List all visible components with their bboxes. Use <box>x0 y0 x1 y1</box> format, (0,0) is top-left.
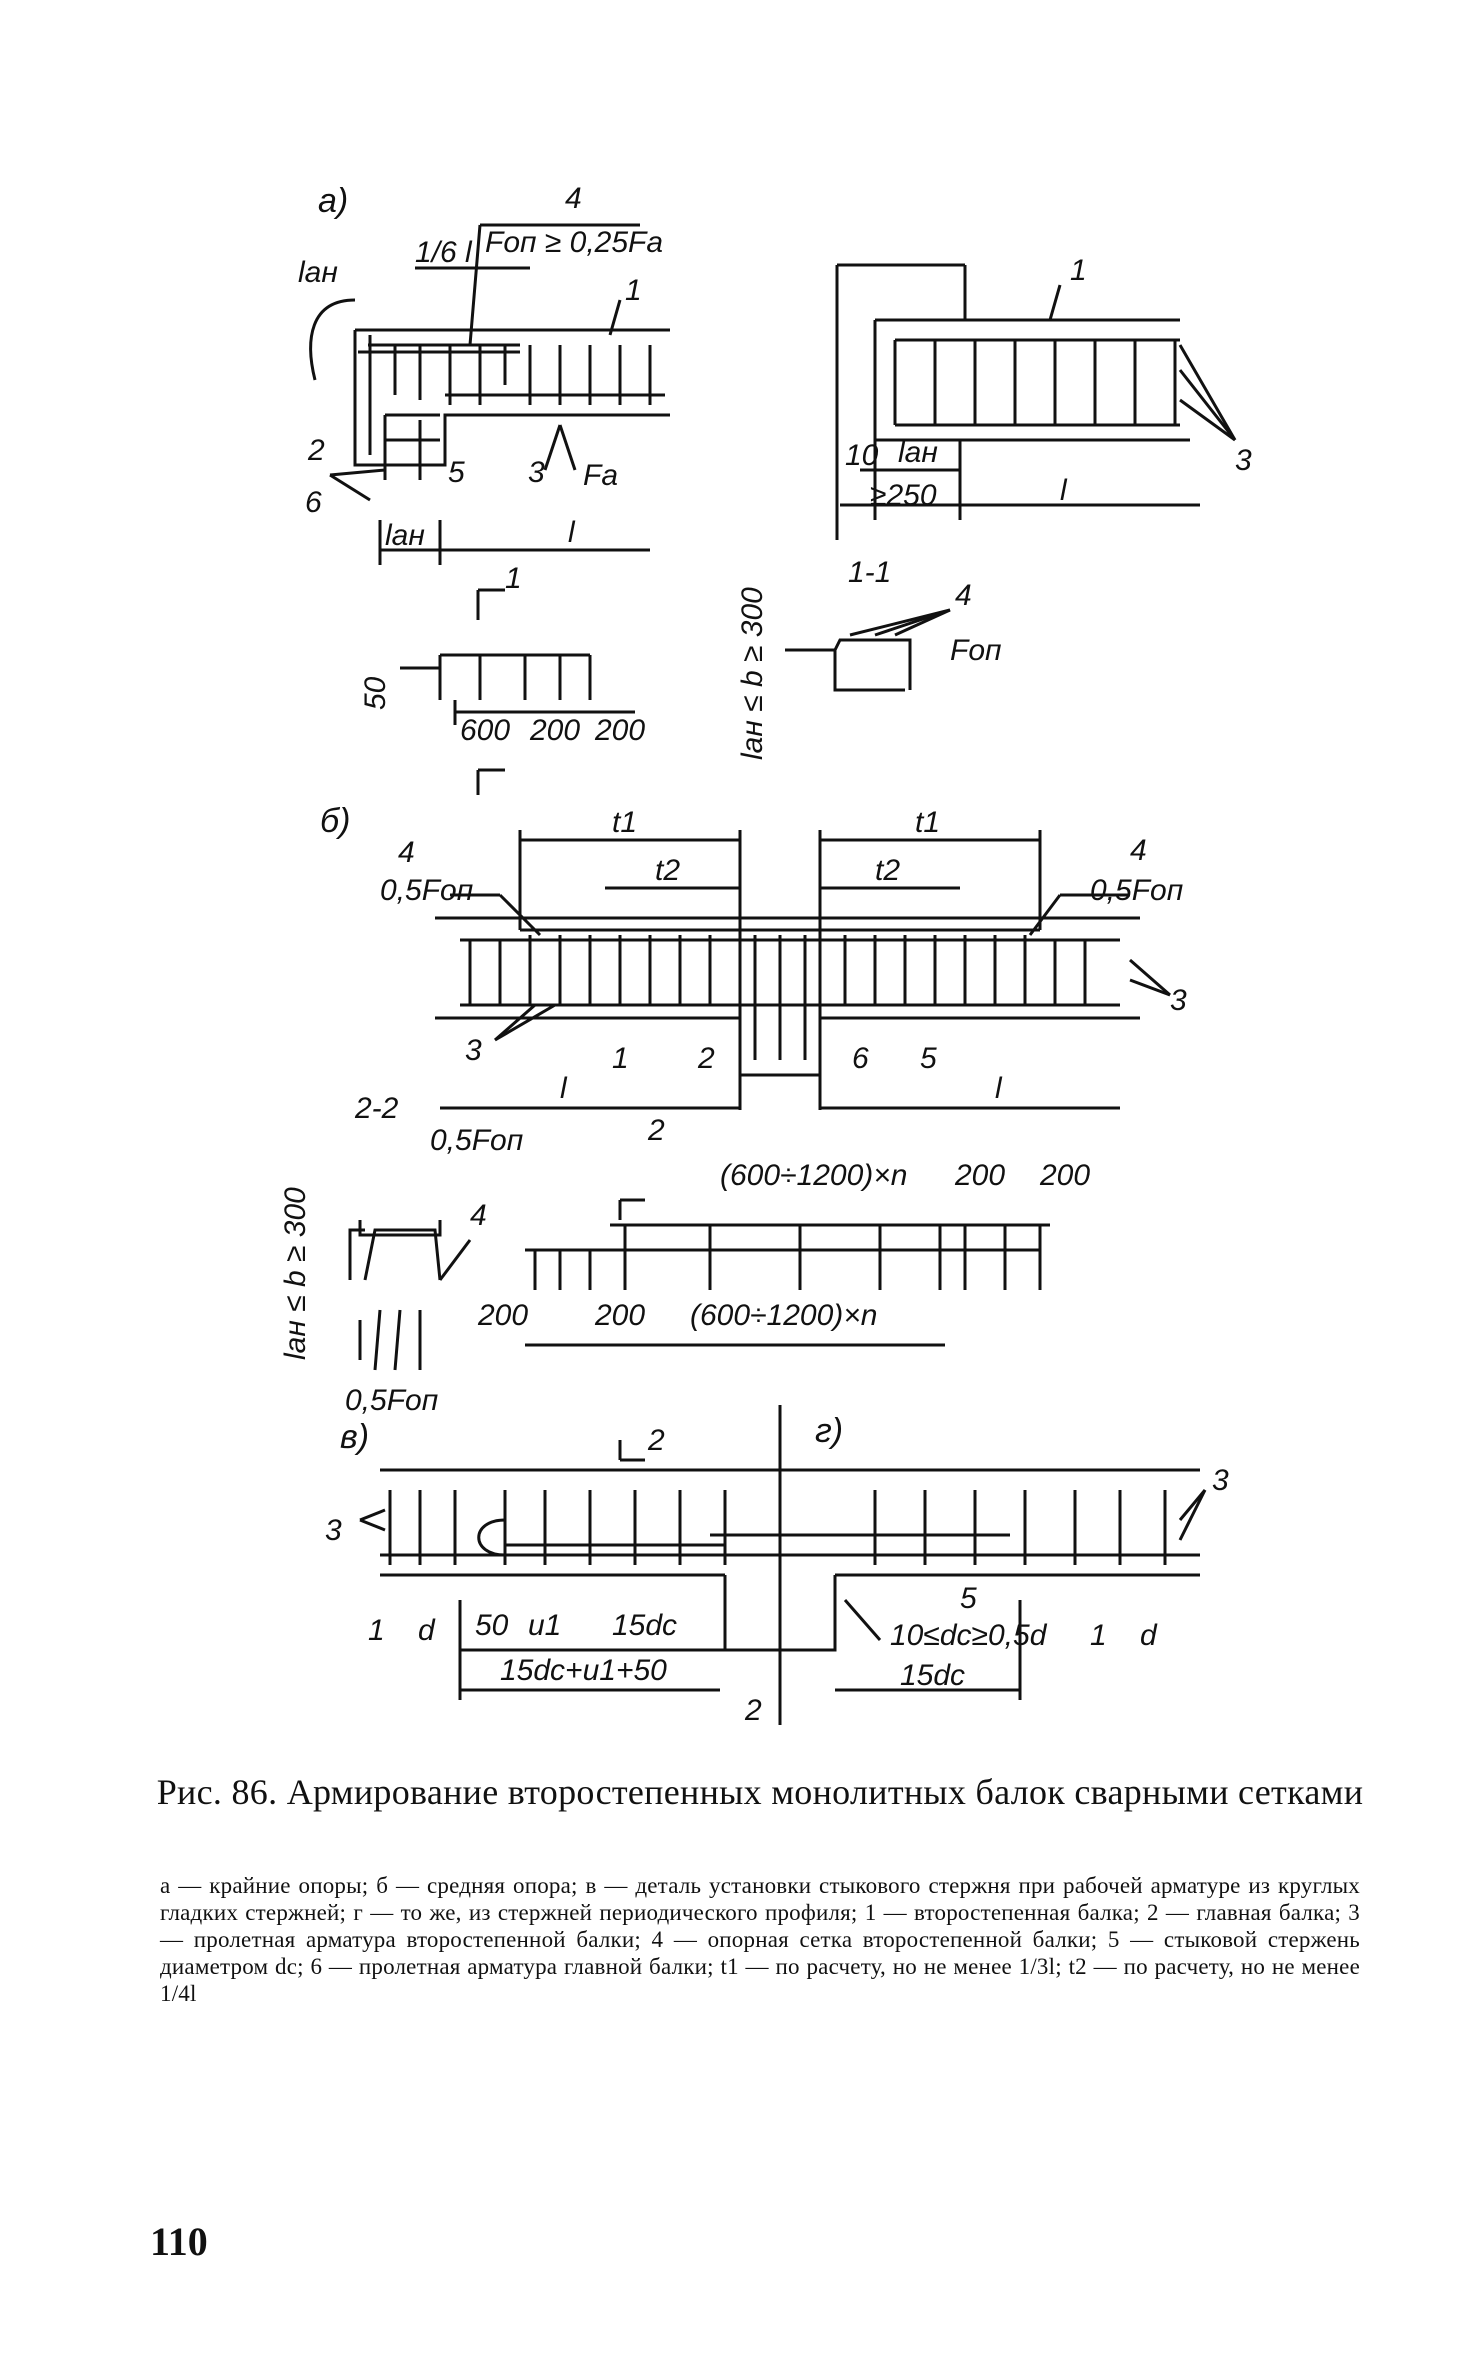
dim-top-span: (600÷1200)×n <box>720 1159 907 1192</box>
label-b-f-right: 0,5Fоп <box>1090 874 1183 907</box>
panel-b-drawing <box>435 830 1171 1110</box>
label-item-2: 2 <box>307 434 325 467</box>
panel-v-g-labels: в) в) г) 3 1 d 50 u1 15dc 15dc+u1+50 3 5… <box>325 1412 1229 1727</box>
section-1-1-dim-600: 600 <box>460 714 510 747</box>
dim-top-200b: 200 <box>1039 1159 1090 1192</box>
label-item-4: 4 <box>565 182 582 215</box>
reinforcement-figure: а) lан 1/6 l 4 Fоп ≥ 0,25Fа 1 2 6 5 3 Fа… <box>279 182 1252 1727</box>
page-number: 110 <box>150 2219 208 2264</box>
label-v-sum: 15dc+u1+50 <box>500 1654 667 1687</box>
dim-bot-200a: 200 <box>477 1299 528 1332</box>
section-2-2-labels: 2-2 0,5Fоп 4 0,5Fоп lан ≤ b ≥ 300 2 2 (6… <box>279 1092 1090 1457</box>
section-1-1-labels: 1-1 1 4 Fоп 50 600 200 200 lан ≤ b ≥ 300 <box>359 556 1002 760</box>
label-f-op: Fоп ≥ 0,25Fа <box>485 226 663 259</box>
section-2-2-drawing <box>348 1198 1050 1462</box>
label-b-item-4-right: 4 <box>1130 834 1147 867</box>
panel-b-labels: б) 4 0,5Fоп t1 t2 t1 t2 4 0,5Fоп 3 1 2 6… <box>320 802 1187 1105</box>
section-1-1-dim-200a: 200 <box>529 714 580 747</box>
label-b-item-2: 2 <box>697 1042 715 1075</box>
figure-caption-body: а — крайние опоры; б — средняя опора; в … <box>160 1873 1360 2006</box>
section-2-marker-top: 2 <box>647 1114 665 1147</box>
label-v-d: d <box>418 1614 436 1647</box>
label-v-item-3: 3 <box>325 1514 342 1547</box>
label-item-6: 6 <box>305 486 322 519</box>
label-t2-right: t2 <box>875 854 900 887</box>
panel-v-g-drawing <box>359 1405 1207 1725</box>
label-b-item-6: 6 <box>852 1042 869 1075</box>
label-t2-left: t2 <box>655 854 680 887</box>
panel-a-labels: а) lан 1/6 l 4 Fоп ≥ 0,25Fа 1 2 6 5 3 Fа… <box>298 182 663 552</box>
label-item-3: 3 <box>528 456 545 489</box>
label-b-item-5: 5 <box>920 1042 937 1075</box>
label-b-item-4-left: 4 <box>398 836 415 869</box>
panel-a-drawing <box>309 223 670 565</box>
section-2-2-f-top: 0,5Fоп <box>430 1124 523 1157</box>
label-item-3-right: 3 <box>1235 444 1252 477</box>
section-2-marker-bottom: 2 <box>647 1424 665 1457</box>
label-f-a: Fа <box>583 459 618 492</box>
label-l-an-top: lан <box>298 256 338 289</box>
label-v-item-1: 1 <box>368 1614 385 1647</box>
label-l-an-right: lан <box>898 436 938 469</box>
section-1-1-item-4: 4 <box>955 579 972 612</box>
dim-top-200a: 200 <box>954 1159 1005 1192</box>
label-g-d: d <box>1140 1619 1158 1652</box>
panel-v-letter: в) <box>340 1418 369 1456</box>
label-b-f-left: 0,5Fоп <box>380 874 473 907</box>
label-one-sixth-l: 1/6 l <box>415 236 473 269</box>
label-item-1-right: 1 <box>1070 254 1087 287</box>
figure-caption-title: Рис. 86. Армирование второстепенных моно… <box>156 1772 1364 1812</box>
section-1-1-title: 1-1 <box>848 556 891 589</box>
label-g-item-1: 1 <box>1090 1619 1107 1652</box>
label-g-item-5: 5 <box>960 1582 977 1615</box>
label-t1-left: t1 <box>612 806 637 839</box>
section-1-marker: 1 <box>505 562 522 595</box>
section-1-1-vertical: lан ≤ b ≥ 300 <box>736 587 769 760</box>
panel-a-right-labels: 1 3 10 lан ≥250 l <box>845 254 1252 512</box>
section-1-1-dim-50: 50 <box>359 676 392 710</box>
label-g-cond: 10≤dc≥0,5d <box>890 1619 1048 1652</box>
label-g-item-3: 3 <box>1212 1464 1229 1497</box>
dim-bot-200b: 200 <box>594 1299 645 1332</box>
label-v-15dc: 15dc <box>612 1609 677 1642</box>
label-item-5: 5 <box>448 456 465 489</box>
section-2-2-title: 2-2 <box>354 1092 399 1125</box>
label-l: l <box>568 516 576 549</box>
section-2-2-item-4: 4 <box>470 1199 487 1232</box>
section-1-1-dim-200b: 200 <box>594 714 645 747</box>
label-v-u1: u1 <box>528 1609 561 1642</box>
label-item-1: 1 <box>625 274 642 307</box>
label-b-l-left: l <box>560 1072 568 1105</box>
label-l-an-bottom: lан <box>385 519 425 552</box>
label-dim-250: ≥250 <box>870 479 937 512</box>
label-g-item-2: 2 <box>744 1694 762 1727</box>
dim-bot-span: (600÷1200)×n <box>690 1299 877 1332</box>
label-t1-right: t1 <box>915 806 940 839</box>
label-v-dim-50: 50 <box>475 1609 509 1642</box>
label-b-item-3-right: 3 <box>1170 984 1187 1017</box>
panel-a-letter: а) <box>318 182 348 220</box>
label-l-right: l <box>1060 474 1068 507</box>
label-b-item-1: 1 <box>612 1042 629 1075</box>
panel-a-right-drawing <box>835 263 1237 540</box>
section-1-1-drawing <box>400 588 951 795</box>
panel-g-letter-text: г) <box>815 1412 843 1450</box>
label-b-item-3-left: 3 <box>465 1034 482 1067</box>
label-dim-10: 10 <box>845 439 879 472</box>
section-2-2-vertical: lан ≤ b ≥ 300 <box>279 1187 312 1360</box>
section-1-1-f-op: Fоп <box>950 634 1002 667</box>
label-b-l-right: l <box>995 1072 1003 1105</box>
panel-b-letter: б) <box>320 802 350 840</box>
section-2-2-f-bottom: 0,5Fоп <box>345 1384 438 1417</box>
label-g-15dc: 15dc <box>900 1659 965 1692</box>
